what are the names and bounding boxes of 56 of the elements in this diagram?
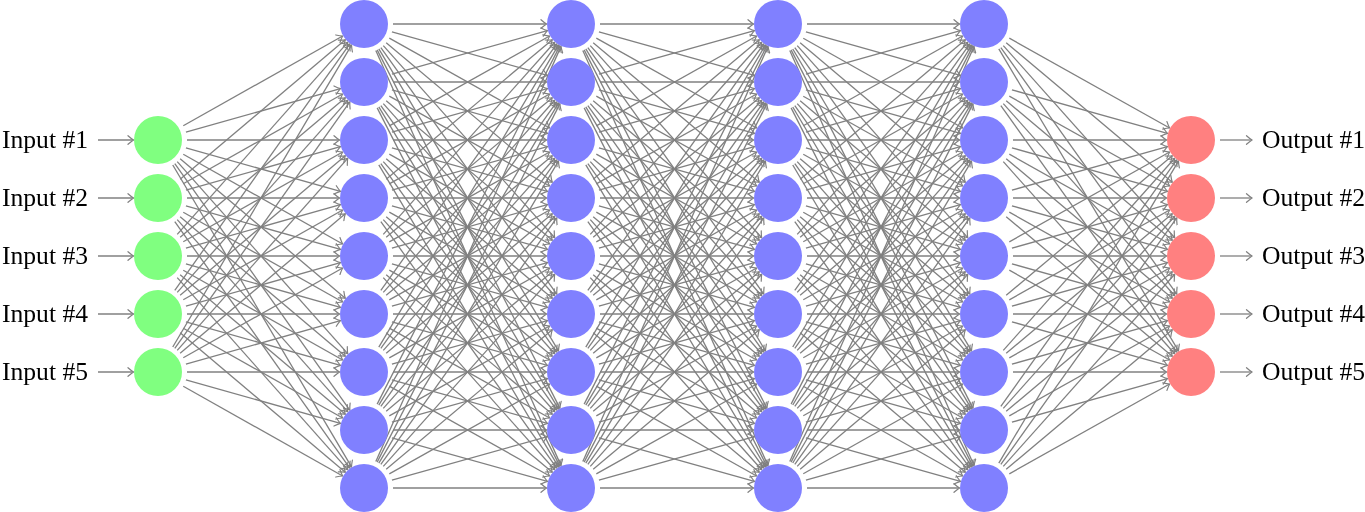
output-neuron (1167, 116, 1215, 164)
input-neuron (134, 348, 182, 396)
hidden-neuron (960, 232, 1008, 280)
hidden-neuron (960, 464, 1008, 512)
input-neuron (134, 290, 182, 338)
hidden-neuron (340, 0, 388, 48)
input-label: Input #2 (1, 183, 88, 213)
hidden-neuron (754, 348, 802, 396)
hidden-neuron (340, 232, 388, 280)
hidden-neuron (547, 58, 595, 106)
hidden-neuron (960, 0, 1008, 48)
input-label: Input #3 (1, 241, 88, 271)
input-label: Input #5 (1, 357, 88, 387)
output-label: Output #3 (1262, 241, 1365, 271)
hidden-neuron (754, 58, 802, 106)
hidden-neuron (547, 116, 595, 164)
output-neuron (1167, 174, 1215, 222)
hidden-neuron (547, 232, 595, 280)
hidden-neuron (960, 174, 1008, 222)
output-label: Output #1 (1262, 125, 1365, 155)
hidden-neuron (340, 58, 388, 106)
hidden-neuron (754, 290, 802, 338)
hidden-neuron (754, 406, 802, 454)
hidden-neuron (754, 0, 802, 48)
hidden-neuron (547, 174, 595, 222)
hidden-neuron (547, 0, 595, 48)
hidden-neuron (340, 174, 388, 222)
output-label: Output #2 (1262, 183, 1365, 213)
hidden-neuron (340, 406, 388, 454)
output-neuron (1167, 348, 1215, 396)
hidden-neuron (754, 232, 802, 280)
hidden-neuron (754, 174, 802, 222)
input-neuron (134, 116, 182, 164)
hidden-neuron (547, 406, 595, 454)
input-neuron (134, 232, 182, 280)
hidden-neuron (754, 464, 802, 512)
hidden-neuron (960, 116, 1008, 164)
input-label: Input #1 (1, 125, 88, 155)
hidden-neuron (960, 406, 1008, 454)
hidden-neuron (340, 348, 388, 396)
output-neuron (1167, 290, 1215, 338)
hidden-neuron (960, 58, 1008, 106)
hidden-neuron (547, 348, 595, 396)
hidden-neuron (754, 116, 802, 164)
hidden-neuron (960, 290, 1008, 338)
hidden-neuron (547, 290, 595, 338)
hidden-neuron (547, 464, 595, 512)
output-neuron (1167, 232, 1215, 280)
hidden-neuron (960, 348, 1008, 396)
input-label: Input #4 (1, 299, 88, 329)
hidden-neuron (340, 464, 388, 512)
output-label: Output #4 (1262, 299, 1365, 329)
input-neuron (134, 174, 182, 222)
output-label: Output #5 (1262, 357, 1365, 387)
hidden-neuron (340, 290, 388, 338)
hidden-neuron (340, 116, 388, 164)
